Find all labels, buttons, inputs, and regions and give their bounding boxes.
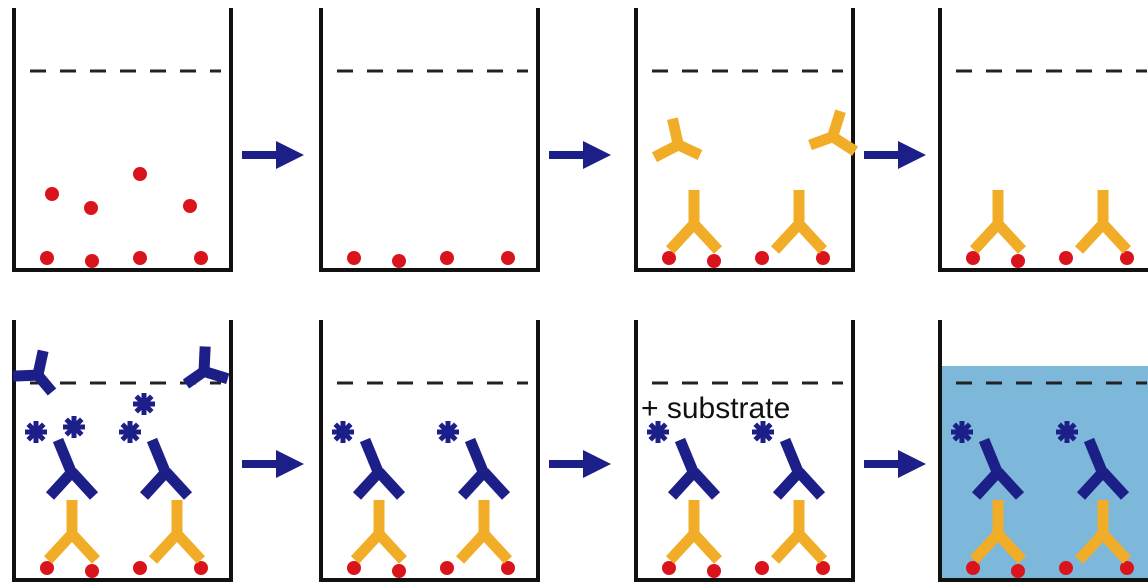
antigen-dot (1011, 564, 1025, 578)
capture-antibody-icon (43, 500, 101, 564)
enzyme-label-icon (951, 421, 973, 443)
antigen-dot (40, 561, 54, 575)
detection-antibody-icon (437, 421, 511, 500)
antigen-dot (1059, 561, 1073, 575)
step-arrow-icon (549, 141, 611, 169)
enzyme-label-icon (647, 421, 669, 443)
capture-antibody-icon (651, 117, 703, 163)
well-row2-step3 (634, 320, 855, 582)
well-row1-step4 (938, 8, 1148, 272)
antigen-dot (84, 201, 98, 215)
antigen-dot (392, 254, 406, 268)
well-row1-step3 (634, 8, 859, 272)
well-row1-step2 (319, 8, 540, 272)
capture-antibody-icon (665, 190, 723, 254)
antigen-dot (347, 251, 361, 265)
antigen-dot (662, 561, 676, 575)
antigen-dot (816, 561, 830, 575)
enzyme-label-icon (752, 421, 774, 443)
antigen-dot (194, 251, 208, 265)
antigen-dot (755, 561, 769, 575)
substrate-label: + substrate (641, 392, 790, 425)
enzyme-label-icon (63, 416, 85, 438)
well-wall (319, 320, 540, 582)
antigen-dot (1011, 254, 1025, 268)
antigen-dot (440, 561, 454, 575)
capture-antibody-icon (969, 500, 1027, 564)
capture-antibody-icon (969, 190, 1027, 254)
antigen-dot (440, 251, 454, 265)
enzyme-label-icon (1056, 421, 1078, 443)
antigen-dot (85, 564, 99, 578)
antigen-dot (1059, 251, 1073, 265)
step-arrow-icon (864, 450, 926, 478)
antigen-dot (133, 167, 147, 181)
antigen-dot (183, 199, 197, 213)
detection-antibody-icon (119, 421, 193, 500)
well-row1-step1 (12, 8, 233, 272)
well-row2-step1 (12, 320, 233, 582)
enzyme-label-icon (437, 421, 459, 443)
well-row2-step4 (938, 320, 1148, 582)
antigen-dot (501, 251, 515, 265)
detection-antibody-icon (25, 421, 99, 500)
antigen-dot (966, 561, 980, 575)
capture-antibody-icon (1074, 500, 1132, 564)
antigen-dot (662, 251, 676, 265)
antigen-dot (85, 254, 99, 268)
antigen-dot (392, 564, 406, 578)
step-arrow-icon (864, 141, 926, 169)
detection-antibody-icon (1056, 421, 1130, 500)
capture-antibody-icon (148, 500, 206, 564)
capture-antibody-icon (808, 109, 859, 156)
antigen-dot (755, 251, 769, 265)
capture-antibody-icon (1074, 190, 1132, 254)
step-arrow-icon (242, 141, 304, 169)
detection-antibody-icon (12, 349, 57, 396)
well-wall (938, 320, 1148, 582)
well-wall (634, 8, 855, 272)
antigen-dot (966, 251, 980, 265)
well-row2-step2 (319, 320, 540, 582)
capture-antibody-icon (665, 500, 723, 564)
step-arrow-icon (549, 450, 611, 478)
enzyme-label-icon (119, 421, 141, 443)
antigen-dot (347, 561, 361, 575)
detection-antibody-icon (332, 421, 406, 500)
detection-antibody-icon (752, 421, 826, 500)
capture-antibody-icon (455, 500, 513, 564)
step-arrow-icon (242, 450, 304, 478)
well-wall (12, 8, 233, 272)
capture-antibody-icon (770, 500, 828, 564)
antigen-dot (45, 187, 59, 201)
enzyme-label-icon (133, 393, 155, 415)
detection-antibody-icon (647, 421, 721, 500)
well-wall (938, 8, 1148, 272)
detection-antibody-icon (951, 421, 1025, 500)
enzyme-label-icon (332, 421, 354, 443)
antigen-dot (194, 561, 208, 575)
antigen-dot (1120, 561, 1134, 575)
antigen-dot (707, 254, 721, 268)
antigen-dot (40, 251, 54, 265)
well-wall (634, 320, 855, 582)
detection-antibody-icon (182, 346, 230, 389)
antigen-dot (707, 564, 721, 578)
antigen-dot (501, 561, 515, 575)
antigen-dot (816, 251, 830, 265)
enzyme-label-icon (25, 421, 47, 443)
antigen-dot (133, 561, 147, 575)
well-wall (319, 8, 540, 272)
capture-antibody-icon (350, 500, 408, 564)
well-wall (12, 320, 233, 582)
antigen-dot (1120, 251, 1134, 265)
antigen-dot (133, 251, 147, 265)
capture-antibody-icon (770, 190, 828, 254)
